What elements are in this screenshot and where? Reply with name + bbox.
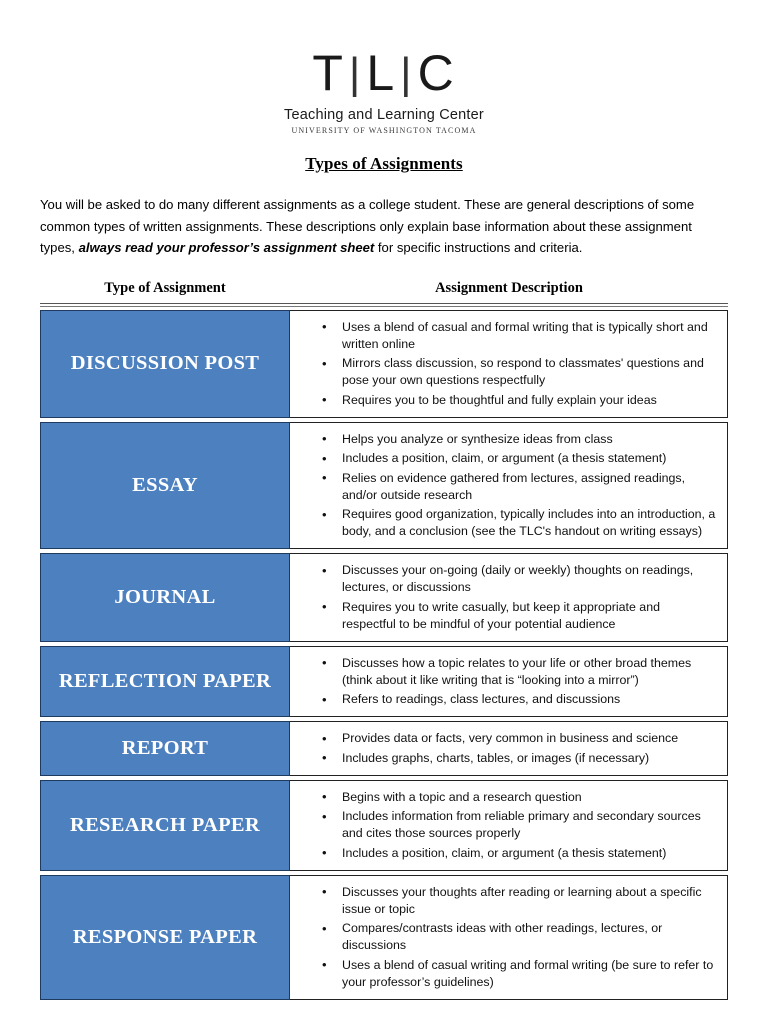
tlc-wordmark: T|L|C [312,46,455,103]
page-title: Types of Assignments [305,154,463,173]
bullet-list: Discusses your on-going (daily or weekly… [294,562,717,633]
list-item: Requires good organization, typically in… [322,506,717,540]
assignment-description-response-paper: Discusses your thoughts after reading or… [290,874,728,1000]
assignments-table: DISCUSSION POST Uses a blend of casual a… [40,309,728,1000]
list-item: Requires you to be thoughtful and fully … [322,391,717,409]
bullet-list: Begins with a topic and a research quest… [294,788,717,862]
tlc-letter-c: C [417,45,456,101]
tlc-letter-l: L [366,45,397,101]
list-item: Provides data or facts, very common in b… [322,730,717,747]
list-item: Discusses your thoughts after reading or… [322,883,717,918]
assignment-type-journal: JOURNAL [40,553,290,642]
logo-center-name: Teaching and Learning Center [284,107,484,123]
table-row: RESPONSE PAPER Discusses your thoughts a… [40,874,728,1000]
list-item: Refers to readings, class lectures, and … [322,691,717,708]
table-row: REPORT Provides data or facts, very comm… [40,721,728,776]
assignment-type-research-paper: RESEARCH PAPER [40,779,290,871]
column-header-type: Type of Assignment [104,279,226,296]
list-item: Includes a position, claim, or argument … [322,844,717,862]
assignment-description-journal: Discusses your on-going (daily or weekly… [290,553,728,642]
list-item: Uses a blend of casual writing and forma… [322,956,717,991]
list-item: Includes graphs, charts, tables, or imag… [322,749,717,767]
list-item: Discusses how a topic relates to your li… [322,654,717,689]
assignment-type-discussion-post: DISCUSSION POST [40,309,290,418]
intro-text-part-1: You will be asked to do many different a… [40,197,695,255]
tlc-logo: T|L|C Teaching and Learning Center UNIVE… [40,0,728,135]
list-item: Requires you to write casually, but keep… [322,598,717,633]
list-item: Relies on evidence gathered from lecture… [322,469,717,504]
list-item: Begins with a topic and a research quest… [322,788,717,806]
bullet-list: Provides data or facts, very common in b… [294,730,717,767]
header-divider-rule [40,302,728,307]
table-row: RESEARCH PAPER Begins with a topic and a… [40,779,728,871]
list-item: Discusses your on-going (daily or weekly… [322,562,717,596]
bullet-list: Discusses your thoughts after reading or… [294,883,717,991]
assignment-description-research-paper: Begins with a topic and a research quest… [290,779,728,871]
column-header-description: Assignment Description [435,279,583,296]
logo-institution: UNIVERSITY OF WASHINGTON TACOMA [291,126,477,135]
intro-emphasis: always read your professor’s assignment … [78,240,375,255]
intro-text-part-2: for specific instructions and criteria. [374,240,583,255]
list-item: Compares/contrasts ideas with other read… [322,920,717,954]
assignment-description-report: Provides data or facts, very common in b… [290,721,728,776]
list-item: Includes a position, claim, or argument … [322,450,717,467]
assignment-type-reflection-paper: REFLECTION PAPER [40,645,290,717]
intro-paragraph: You will be asked to do many different a… [40,194,728,259]
table-row: ESSAY Helps you analyze or synthesize id… [40,421,728,549]
bullet-list: Helps you analyze or synthesize ideas fr… [294,430,717,541]
tlc-divider-1: | [348,49,363,98]
table-column-headers: Type of Assignment Assignment Descriptio… [40,280,728,297]
assignment-type-report: REPORT [40,721,290,776]
table-row: JOURNAL Discusses your on-going (daily o… [40,553,728,642]
list-item: Uses a blend of casual and formal writin… [322,318,717,353]
assignment-description-reflection-paper: Discusses how a topic relates to your li… [290,645,728,717]
tlc-letter-t: T [312,45,345,101]
assignment-type-essay: ESSAY [40,421,290,549]
assignment-description-essay: Helps you analyze or synthesize ideas fr… [290,421,728,549]
bullet-list: Discusses how a topic relates to your li… [294,654,717,709]
table-row: REFLECTION PAPER Discusses how a topic r… [40,645,728,717]
list-item: Mirrors class discussion, so respond to … [322,355,717,389]
assignment-type-response-paper: RESPONSE PAPER [40,874,290,1000]
table-row: DISCUSSION POST Uses a blend of casual a… [40,309,728,418]
list-item: Includes information from reliable prima… [322,808,717,842]
bullet-list: Uses a blend of casual and formal writin… [294,318,717,409]
list-item: Helps you analyze or synthesize ideas fr… [322,430,717,448]
assignment-description-discussion-post: Uses a blend of casual and formal writin… [290,309,728,418]
tlc-divider-2: | [400,49,414,98]
